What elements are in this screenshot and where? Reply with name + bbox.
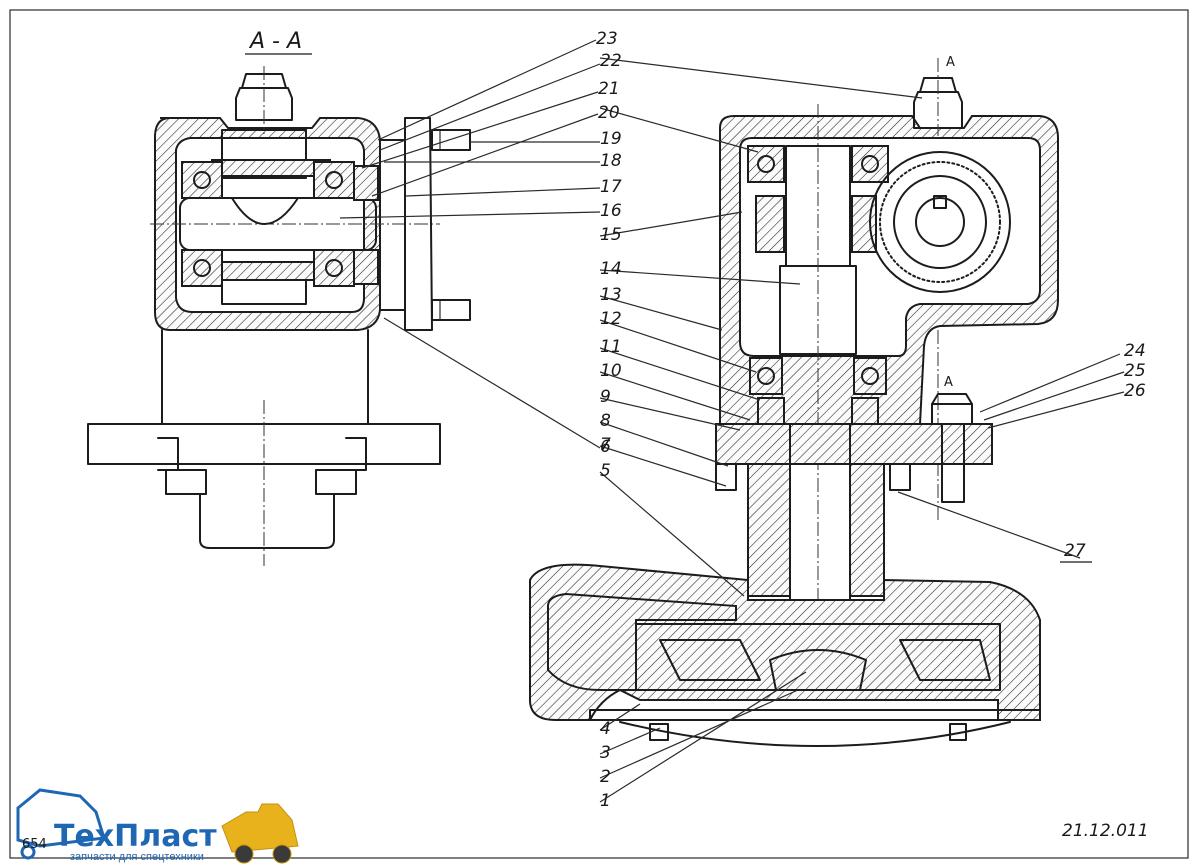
part-label-5: 5 (600, 461, 611, 481)
techplast-logo: 654 ТехПласт запчасти для спецтехники (16, 788, 299, 864)
part-label-16: 16 (600, 201, 622, 221)
drawing-number: 21.12.011 (1062, 821, 1149, 841)
page-number: 654 (22, 837, 47, 852)
section-mark-top: A (946, 55, 955, 70)
part-label-7: 7 (600, 435, 611, 455)
part-label-27: 27 (1064, 541, 1086, 561)
part-labels: 23 22 21 20 19 18 17 16 15 14 13 12 11 1… (596, 29, 1146, 811)
part-label-1: 1 (600, 791, 611, 811)
section-mark-bottom: A (944, 375, 953, 390)
part-label-8: 8 (600, 411, 611, 431)
part-label-14: 14 (600, 259, 622, 279)
part-label-4: 4 (600, 719, 611, 739)
part-label-26: 26 (1124, 381, 1146, 401)
part-label-18: 18 (600, 151, 622, 171)
part-label-19: 19 (600, 129, 622, 149)
part-label-9: 9 (600, 387, 611, 407)
part-label-23: 23 (596, 29, 618, 49)
part-label-21: 21 (598, 79, 620, 99)
part-label-17: 17 (600, 177, 622, 197)
part-label-20: 20 (598, 103, 620, 123)
leader-lines (339, 39, 1125, 803)
part-label-11: 11 (600, 337, 622, 357)
part-label-6: 6 (600, 437, 611, 457)
part-label-22: 22 (600, 51, 622, 71)
logo-name: ТехПласт (54, 819, 217, 854)
part-label-25: 25 (1124, 361, 1146, 381)
worm-gear (869, 151, 1011, 293)
drawing-frame (9, 9, 1189, 859)
excavator-outline-icon (16, 788, 106, 848)
loader-icon (221, 803, 299, 864)
part-label-24: 24 (1124, 341, 1146, 361)
part-label-2: 2 (600, 767, 611, 787)
section-title: A - A (248, 29, 302, 54)
part-label-15: 15 (600, 225, 622, 245)
part-label-3: 3 (600, 743, 611, 763)
part-label-12: 12 (600, 309, 622, 329)
logo-tagline: запчасти для спецтехники (70, 851, 204, 863)
part-label-13: 13 (600, 285, 622, 305)
section-a-a-view: A - A (87, 29, 471, 566)
main-section-view: A A (529, 55, 1059, 747)
part-label-10: 10 (600, 361, 622, 381)
